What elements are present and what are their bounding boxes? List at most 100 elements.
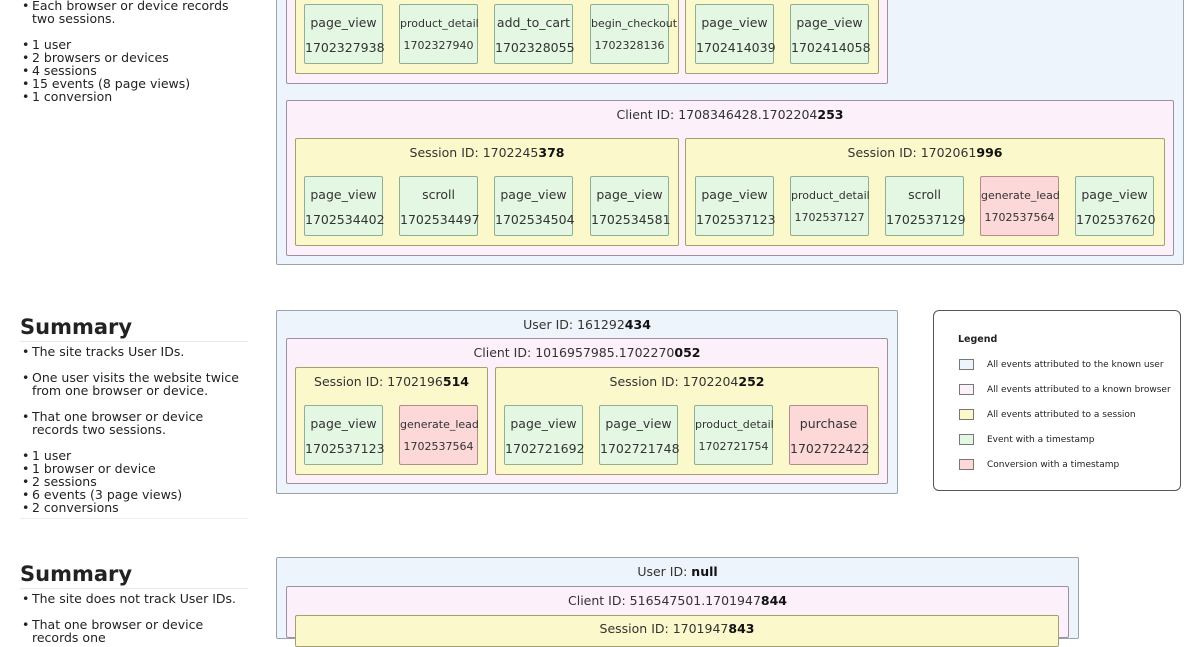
event-box: page_view 1702534402 bbox=[304, 176, 385, 236]
event-timestamp: 1702534402 bbox=[305, 212, 385, 227]
event-name: page_view bbox=[701, 15, 768, 30]
conversion-event-box: purchase 1702722422 bbox=[789, 405, 870, 465]
event-timestamp: 1702721748 bbox=[600, 441, 680, 456]
event-name: page_view bbox=[500, 187, 567, 202]
event-name: generate_lead bbox=[400, 418, 479, 431]
event-timestamp: 1702537620 bbox=[1076, 212, 1156, 227]
summary-heading: Summary bbox=[20, 562, 248, 589]
legend-label: All events attributed to the known user bbox=[987, 360, 1164, 370]
event-name: page_view bbox=[701, 187, 768, 202]
summary-bullet: The site tracks User IDs. bbox=[20, 345, 248, 358]
event-name: page_view bbox=[605, 416, 672, 431]
event-box: scroll 1702537129 bbox=[885, 176, 966, 236]
event-name: page_view bbox=[310, 15, 377, 30]
session-id-label: Session ID: 1702245378 bbox=[409, 145, 565, 160]
event-timestamp: 1702534497 bbox=[400, 212, 480, 227]
event-name: page_view bbox=[310, 416, 377, 431]
summary-2-bullets: The site tracks User IDs. One user visit… bbox=[20, 345, 248, 514]
event-name: add_to_cart bbox=[496, 15, 571, 30]
legend-label: Event with a timestamp bbox=[987, 435, 1095, 445]
event-box: scroll 1702534497 bbox=[399, 176, 480, 236]
session-id-label: Session ID: 1702204252 bbox=[609, 374, 765, 389]
event-name: product_detail bbox=[695, 418, 774, 431]
summary-bullet: The site does not track User IDs. bbox=[20, 592, 248, 605]
event-box: page_view 1702537123 bbox=[304, 405, 385, 465]
legend-swatch bbox=[959, 434, 974, 445]
event-timestamp: 1702328055 bbox=[495, 40, 575, 55]
event-timestamp: 1702537123 bbox=[696, 212, 776, 227]
summary-bullet: 2 sessions bbox=[20, 475, 248, 488]
session-container-3: Session ID: 1701947843 bbox=[295, 615, 1059, 647]
summary-1: Each browser or device records two sessi… bbox=[20, 0, 248, 103]
event-box: product_detail 1702327940 bbox=[399, 4, 479, 64]
event-timestamp: 1702534581 bbox=[591, 212, 671, 227]
event-box: product_detail 1702537127 bbox=[790, 176, 870, 236]
event-timestamp: 1702537127 bbox=[794, 211, 865, 224]
event-timestamp: 1702537564 bbox=[984, 211, 1055, 224]
event-box: page_view 1702537123 bbox=[695, 176, 776, 236]
event-box: add_to_cart 1702328055 bbox=[494, 4, 575, 64]
event-name: page_view bbox=[510, 416, 577, 431]
legend-swatch bbox=[959, 384, 974, 395]
summary-bullet: 2 browsers or devices bbox=[20, 51, 248, 64]
event-name: product_detail bbox=[400, 17, 479, 30]
event-name: begin_checkout bbox=[591, 17, 678, 30]
summary-1-bullets: Each browser or device records two sessi… bbox=[20, 0, 248, 103]
summary-bullet: 1 user bbox=[20, 38, 248, 51]
summary-bullet: 1 browser or device bbox=[20, 462, 248, 475]
event-name: scroll bbox=[908, 187, 941, 202]
session-id-label: Session ID: 1702061996 bbox=[847, 145, 1003, 160]
event-timestamp: 1702721692 bbox=[505, 441, 585, 456]
user-id-label: User ID: null bbox=[637, 564, 718, 579]
summary-bullet: 1 user bbox=[20, 449, 248, 462]
event-box: page_view 1702414039 bbox=[695, 4, 776, 64]
conversion-event-box: generate_lead 1702537564 bbox=[980, 176, 1060, 236]
legend-label: Conversion with a timestamp bbox=[987, 460, 1120, 470]
legend: Legend All events attributed to the know… bbox=[933, 310, 1181, 491]
summary-2: Summary The site tracks User IDs. One us… bbox=[20, 315, 248, 519]
client-id-label: Client ID: 1708346428.1702204253 bbox=[616, 107, 844, 122]
event-name: scroll bbox=[422, 187, 455, 202]
event-timestamp: 1702722422 bbox=[790, 441, 870, 456]
legend-swatch bbox=[959, 459, 974, 470]
event-box: page_view 1702721748 bbox=[599, 405, 680, 465]
summary-3: Summary The site does not track User IDs… bbox=[20, 562, 248, 644]
summary-bullet: 6 events (3 page views) bbox=[20, 488, 248, 501]
summary-bullet: Each browser or device records two sessi… bbox=[20, 0, 248, 25]
event-timestamp: 1702327938 bbox=[305, 40, 385, 55]
event-box: page_view 1702534581 bbox=[590, 176, 671, 236]
summary-bullet: That one browser or device records one bbox=[20, 618, 248, 644]
event-timestamp: 1702414039 bbox=[696, 40, 776, 55]
session-id-label: Session ID: 1701947843 bbox=[599, 621, 755, 636]
legend-title: Legend bbox=[958, 334, 998, 345]
event-timestamp: 1702537123 bbox=[305, 441, 385, 456]
event-timestamp: 1702328136 bbox=[594, 39, 665, 52]
summary-heading: Summary bbox=[20, 315, 248, 342]
session-id-label: Session ID: 1702196514 bbox=[314, 374, 469, 389]
event-name: page_view bbox=[596, 187, 663, 202]
event-box: page_view 1702534504 bbox=[494, 176, 575, 236]
summary-3-bullets: The site does not track User IDs. That o… bbox=[20, 592, 248, 644]
event-timestamp: 1702327940 bbox=[403, 39, 474, 52]
event-box: page_view 1702327938 bbox=[304, 4, 385, 64]
event-name: product_detail bbox=[791, 189, 870, 202]
event-box: page_view 1702721692 bbox=[504, 405, 585, 465]
event-box: begin_checkout 1702328136 bbox=[590, 4, 678, 64]
legend-swatch bbox=[959, 359, 974, 370]
summary-bullet: 4 sessions bbox=[20, 64, 248, 77]
event-name: generate_lead bbox=[981, 189, 1060, 202]
event-timestamp: 1702537129 bbox=[886, 212, 966, 227]
user-id-label: User ID: 161292434 bbox=[523, 317, 651, 332]
event-name: purchase bbox=[799, 416, 858, 431]
event-name: page_view bbox=[310, 187, 377, 202]
legend-swatch bbox=[959, 409, 974, 420]
event-timestamp: 1702534504 bbox=[495, 212, 575, 227]
summary-bullet: 15 events (8 page views) bbox=[20, 77, 248, 90]
client-id-label: Client ID: 1016957985.1702270052 bbox=[473, 345, 701, 360]
event-name: page_view bbox=[796, 15, 863, 30]
summary-bullet: One user visits the website twice from o… bbox=[20, 371, 248, 397]
